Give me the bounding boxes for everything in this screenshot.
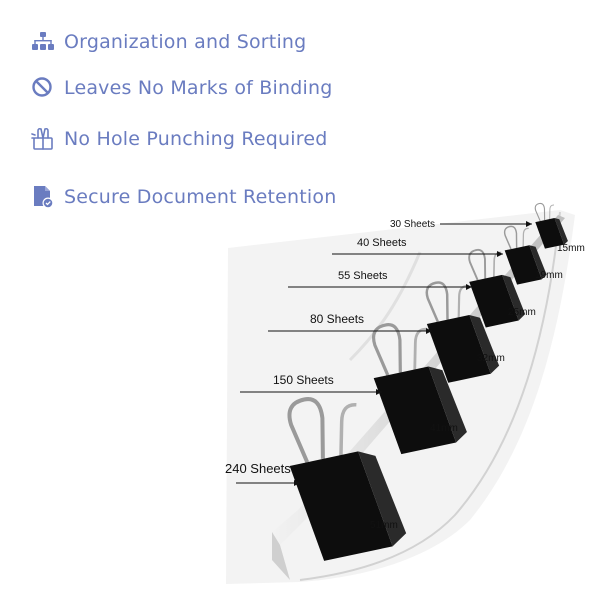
- feature-no-hole-punching: No Hole Punching Required: [30, 126, 327, 152]
- clip-side: [502, 274, 526, 321]
- clip-handle-back: [549, 204, 555, 220]
- clip-size-label: 51mm: [370, 520, 398, 531]
- clip-handle-back: [413, 327, 428, 372]
- clip-handle: [371, 323, 402, 376]
- callout-arrowhead: [294, 480, 300, 486]
- paper-sheet-edge: [348, 251, 422, 362]
- paper-curve: [299, 211, 561, 581]
- clip-body: [426, 314, 491, 383]
- feature-secure-retention: Secure Document Retention: [30, 184, 336, 210]
- binder-clip: [534, 202, 568, 249]
- feature-label: Secure Document Retention: [64, 186, 337, 208]
- clip-handle-back: [339, 403, 357, 458]
- clip-side: [428, 366, 467, 443]
- prohibited-icon: [30, 75, 56, 101]
- clip-handle: [425, 281, 449, 323]
- clip-handle: [468, 248, 487, 281]
- callout-arrowhead: [466, 284, 472, 290]
- binder-clip: [425, 281, 500, 383]
- clip-size-label: 25mm: [508, 307, 536, 318]
- clip-side: [469, 314, 500, 374]
- binder-clip: [503, 225, 547, 285]
- sheet-count-label: 80 Sheets: [310, 312, 364, 326]
- clip-handle: [534, 202, 546, 222]
- sheet-count-label: 30 Sheets: [390, 219, 435, 230]
- feature-label: No Hole Punching Required: [64, 128, 328, 150]
- sheet-count-label: 55 Sheets: [338, 270, 388, 282]
- secure-document-icon: [30, 184, 56, 210]
- feature-label: Leaves No Marks of Binding: [64, 77, 333, 99]
- clip-body: [469, 274, 519, 328]
- clip-side: [554, 218, 568, 245]
- binder-clip: [468, 248, 526, 328]
- clip-size-label: 32mm: [477, 353, 505, 364]
- callout-arrowhead: [376, 389, 382, 395]
- clip-size-label: 41mm: [430, 423, 458, 434]
- clip-handle-back: [522, 227, 529, 248]
- paper-bottom: [272, 532, 290, 580]
- feature-no-marks: Leaves No Marks of Binding: [30, 75, 332, 101]
- clip-body: [373, 366, 457, 455]
- clip-body: [535, 218, 565, 249]
- sheet-count-label: 240 Sheets: [225, 461, 291, 476]
- clip-side: [358, 451, 407, 547]
- binder-clip: [287, 397, 407, 561]
- sheet-count-label: 40 Sheets: [357, 237, 407, 249]
- clip-side: [529, 245, 547, 280]
- feature-organization: Organization and Sorting: [30, 29, 306, 55]
- organization-chart-icon: [30, 29, 56, 55]
- clip-body: [504, 245, 542, 285]
- clip-size-label: 19mm: [535, 270, 563, 281]
- callout-arrowhead: [526, 221, 532, 227]
- binder-clip: [371, 323, 467, 455]
- sheet-count-label: 150 Sheets: [273, 373, 334, 387]
- clip-body: [289, 451, 393, 561]
- clip-handle: [503, 225, 518, 250]
- callout-arrowhead: [426, 328, 432, 334]
- clip-size-label: 15mm: [557, 243, 585, 254]
- binder-clip-icon: [30, 126, 56, 152]
- clip-handle: [287, 397, 325, 464]
- feature-label: Organization and Sorting: [64, 31, 307, 53]
- callout-arrowhead: [497, 251, 503, 257]
